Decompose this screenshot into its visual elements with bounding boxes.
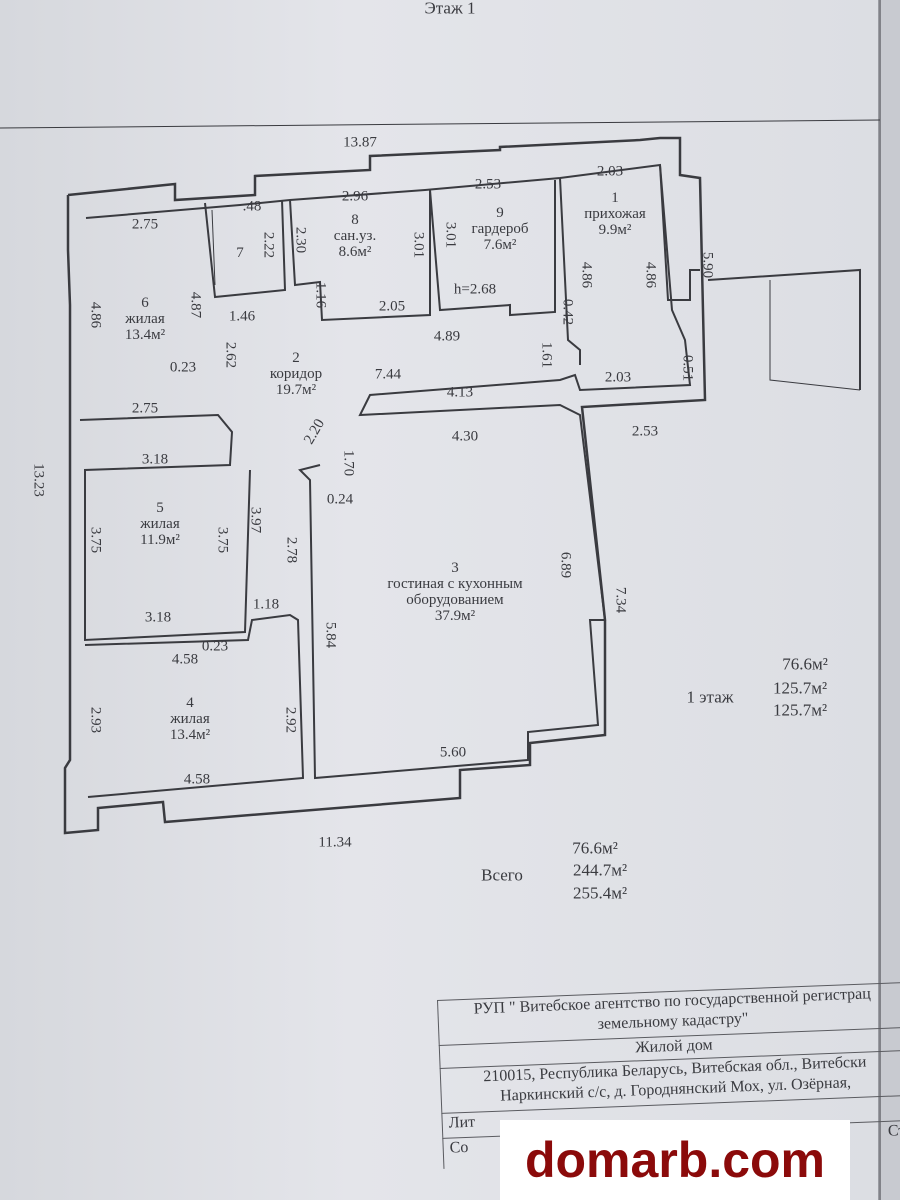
dim: 2.53 xyxy=(631,423,659,440)
dim: 4.13 xyxy=(446,384,474,401)
dim: 3.97 xyxy=(247,506,264,534)
dim: 0.51 xyxy=(679,354,696,382)
dim: 1.70 xyxy=(340,449,357,477)
total-value: 76.6м² xyxy=(572,838,618,858)
dim: 2.93 xyxy=(87,706,104,734)
dim-top-overall: 13.87 xyxy=(343,134,377,151)
dim: 4.86 xyxy=(642,261,659,289)
floor-summary-label: 1 этаж xyxy=(686,687,734,707)
dim: 1.18 xyxy=(252,596,280,613)
total-value: 244.7м² xyxy=(572,860,628,880)
dim: 0.24 xyxy=(326,491,354,508)
dim: 7.44 xyxy=(374,366,402,383)
dim: 2.96 xyxy=(341,188,369,205)
dim: 2.75 xyxy=(131,216,159,233)
dim: 2.53 xyxy=(474,176,502,193)
dim: 2.22 xyxy=(260,231,277,259)
dim: 1.46 xyxy=(228,308,256,325)
dim: 3.18 xyxy=(144,609,172,626)
dim: 0.23 xyxy=(169,359,197,376)
dim: 2.62 xyxy=(222,341,239,369)
total-label: Всего xyxy=(481,865,523,885)
dim: 4.89 xyxy=(433,328,461,345)
dim: 1.16 xyxy=(312,281,329,309)
dim: 5.60 xyxy=(439,744,467,761)
dim: 3.75 xyxy=(214,526,231,554)
dim: 4.86 xyxy=(87,301,104,329)
floor-title: Этаж 1 xyxy=(424,0,476,18)
watermark-logo: domarb.com xyxy=(500,1120,850,1200)
dim: 2.03 xyxy=(604,369,632,386)
dim: 4.58 xyxy=(183,771,211,788)
floor-summary-value: 125.7м² xyxy=(772,678,828,698)
dim: 6.89 xyxy=(557,551,574,579)
floor-summary-value: 76.6м² xyxy=(782,654,828,674)
dim: 2.75 xyxy=(131,400,159,417)
dim: 2.30 xyxy=(292,226,309,254)
dim-bottom-overall: 11.34 xyxy=(318,834,352,851)
dim: .48 xyxy=(242,198,262,215)
dim: 3.01 xyxy=(442,221,459,249)
total-value: 255.4м² xyxy=(572,883,628,903)
dim: 2.05 xyxy=(378,298,406,315)
dim: 3.01 xyxy=(410,231,427,259)
dim: 4.86 xyxy=(578,261,595,289)
dim: 4.58 xyxy=(171,651,199,668)
dim: 2.78 xyxy=(283,536,300,564)
ceiling-height: h=2.68 xyxy=(453,281,497,298)
dim: 3.18 xyxy=(141,451,169,468)
dim-left-overall: 13.23 xyxy=(30,463,47,497)
page-edge xyxy=(878,0,900,1200)
dim: 0.23 xyxy=(201,638,229,655)
dim: 2.03 xyxy=(596,163,624,180)
dim: 5.90 xyxy=(699,251,716,279)
dim: 1.61 xyxy=(538,341,555,369)
dim: 2.92 xyxy=(282,706,299,734)
dim: 0.42 xyxy=(559,298,576,326)
dim: 4.30 xyxy=(451,428,479,445)
plan-sheet xyxy=(0,0,880,1200)
dim: 5.84 xyxy=(322,621,339,649)
dim: 7.34 xyxy=(612,586,629,614)
floor-summary-value: 125.7м² xyxy=(772,700,828,720)
dim: 4.87 xyxy=(187,291,204,319)
dim: 3.75 xyxy=(87,526,104,554)
room-7-label: 7 xyxy=(236,245,244,261)
